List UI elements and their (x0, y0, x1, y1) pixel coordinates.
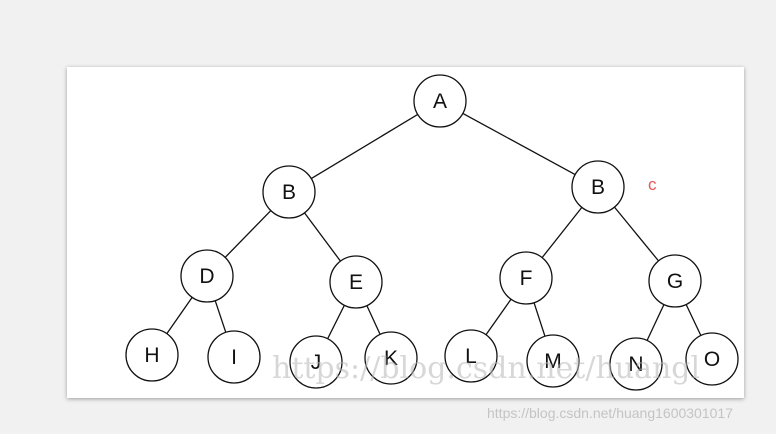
node-label: D (199, 265, 214, 288)
node-M: M (526, 334, 580, 388)
node-label: H (144, 344, 159, 367)
node-label: B (282, 181, 296, 204)
node-circle (207, 330, 261, 384)
edge-B1-E (304, 212, 341, 262)
node-circle (648, 254, 702, 308)
edge-E-J (327, 304, 345, 340)
node-I: I (207, 330, 261, 384)
node-A: A (413, 74, 467, 128)
edge-B1-D (224, 210, 272, 258)
node-label: O (704, 348, 720, 371)
node-circle (329, 255, 383, 309)
node-label: E (349, 271, 363, 294)
node-circle (526, 334, 580, 388)
edge-F-M (533, 302, 546, 337)
node-label: K (384, 347, 398, 370)
annotation-c: c (648, 175, 657, 194)
node-label: B (591, 176, 605, 199)
node-E: E (329, 255, 383, 309)
node-L: L (444, 329, 498, 383)
node-label: N (628, 353, 643, 376)
edge-G-N (646, 304, 665, 341)
node-circle (609, 337, 663, 391)
node-label: F (520, 267, 533, 290)
node-circle (180, 249, 234, 303)
node-N: N (609, 337, 663, 391)
edge-D-H (166, 296, 193, 335)
node-circle (289, 335, 343, 389)
edge-D-I (214, 300, 227, 333)
edge-E-K (366, 305, 381, 335)
node-circle (499, 251, 553, 305)
node-label: J (311, 351, 322, 374)
node-label: I (231, 346, 237, 369)
edge-B2-G (613, 206, 660, 262)
node-K: K (364, 331, 418, 385)
node-F: F (499, 251, 553, 305)
tree-edges (166, 112, 702, 341)
node-label: M (544, 350, 562, 373)
node-circle (364, 331, 418, 385)
node-circle (444, 329, 498, 383)
edge-A-B1 (310, 113, 419, 180)
node-circle (413, 74, 467, 128)
node-G: G (648, 254, 702, 308)
node-B1: B (262, 165, 316, 219)
node-label: L (465, 345, 477, 368)
node-O: O (685, 332, 739, 386)
node-D: D (180, 249, 234, 303)
edge-A-B2 (462, 112, 576, 176)
node-circle (571, 160, 625, 214)
edge-G-O (685, 304, 702, 336)
node-circle (262, 165, 316, 219)
node-B2: B (571, 160, 625, 214)
edge-B2-F (541, 206, 583, 259)
footer-watermark: https://blog.csdn.net/huang1600301017 (487, 405, 733, 421)
edge-F-L (485, 298, 512, 336)
node-label: A (433, 90, 447, 113)
node-label: G (667, 270, 683, 293)
inner-watermark: https://blog.csdn.net/huangl (272, 351, 700, 386)
node-J: J (289, 335, 343, 389)
tree-nodes: A B B D E F G H I J K L M N O (125, 74, 739, 391)
node-H: H (125, 328, 179, 382)
node-circle (685, 332, 739, 386)
node-circle (125, 328, 179, 382)
